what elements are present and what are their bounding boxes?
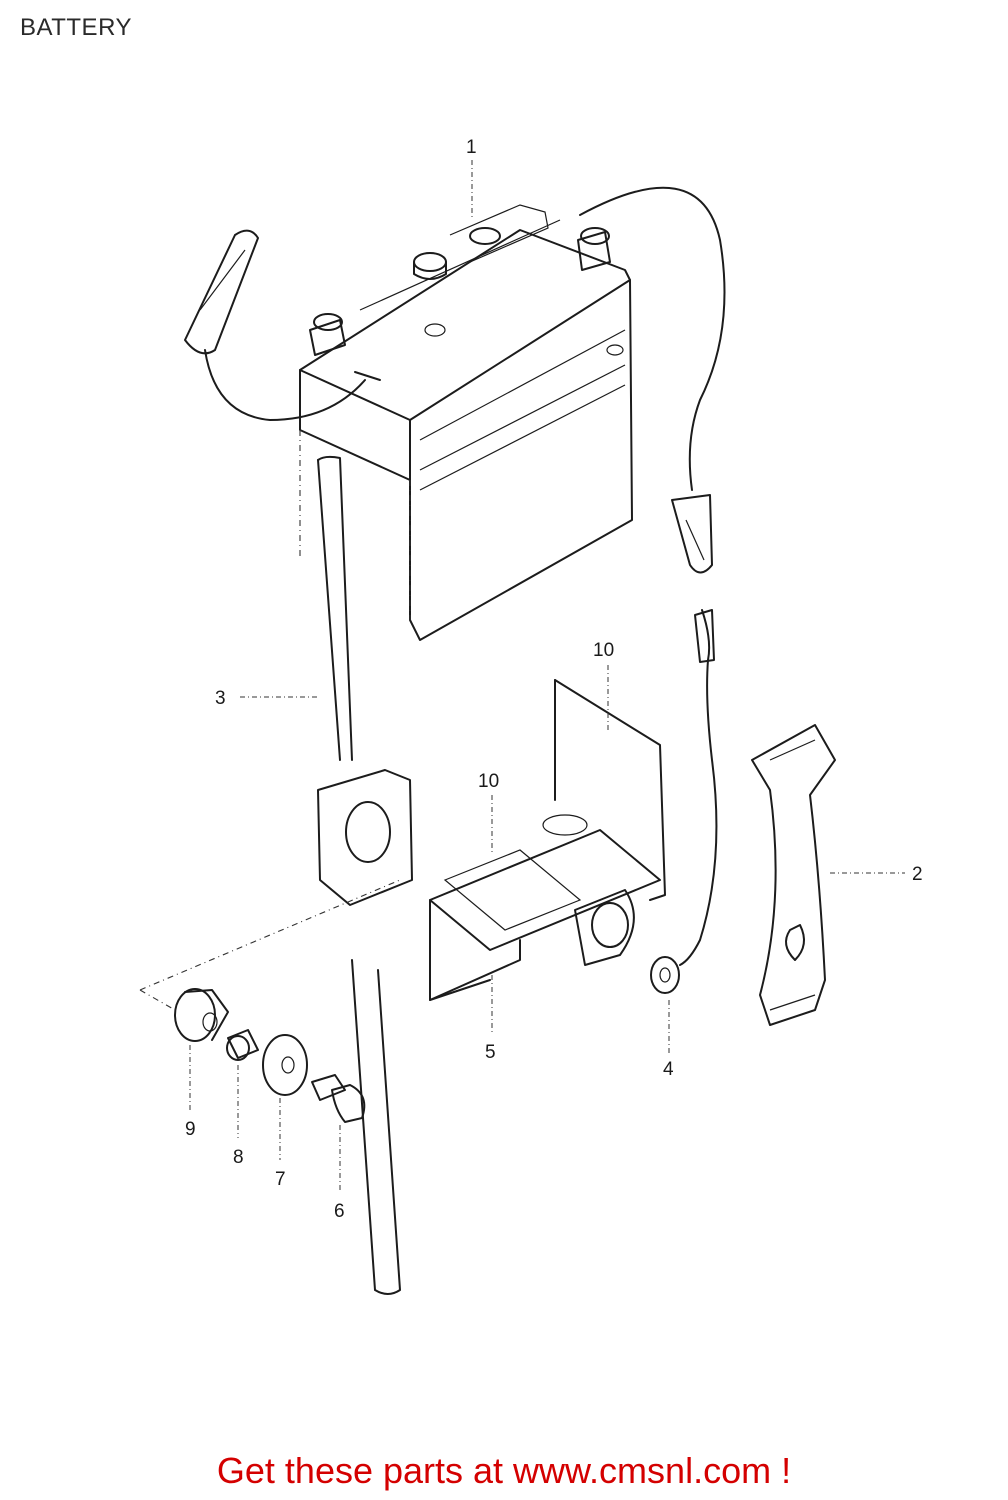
callout-3[interactable]: 3 bbox=[215, 688, 226, 709]
page-title: BATTERY bbox=[20, 14, 132, 41]
callout-9[interactable]: 9 bbox=[185, 1119, 196, 1140]
ground-lead-terminal[interactable] bbox=[650, 956, 680, 994]
callout-10a[interactable]: 10 bbox=[593, 640, 614, 661]
callout-8[interactable]: 8 bbox=[233, 1147, 244, 1168]
battery-part[interactable] bbox=[299, 204, 633, 641]
breather-hose-part[interactable] bbox=[317, 455, 401, 1295]
callout-5[interactable]: 5 bbox=[485, 1042, 496, 1063]
battery-cables[interactable] bbox=[184, 186, 726, 966]
callout-10b[interactable]: 10 bbox=[478, 771, 499, 792]
bolt-part[interactable] bbox=[311, 1074, 366, 1123]
battery-holder-part[interactable] bbox=[317, 679, 666, 1001]
washer-part[interactable] bbox=[262, 1034, 308, 1096]
callout-4[interactable]: 4 bbox=[663, 1059, 674, 1080]
callout-1[interactable]: 1 bbox=[466, 137, 477, 158]
spacer-part[interactable] bbox=[226, 1029, 259, 1061]
callout-7[interactable]: 7 bbox=[275, 1169, 286, 1190]
callout-2[interactable]: 2 bbox=[912, 864, 923, 885]
cushion-part[interactable] bbox=[174, 988, 229, 1042]
assembly-axis-2 bbox=[139, 989, 176, 1011]
battery-band-part[interactable] bbox=[751, 724, 836, 1026]
callout-6[interactable]: 6 bbox=[334, 1201, 345, 1222]
footer-shop-link[interactable]: Get these parts at www.cmsnl.com ! bbox=[216, 1450, 792, 1491]
assembly-axis bbox=[139, 879, 401, 991]
